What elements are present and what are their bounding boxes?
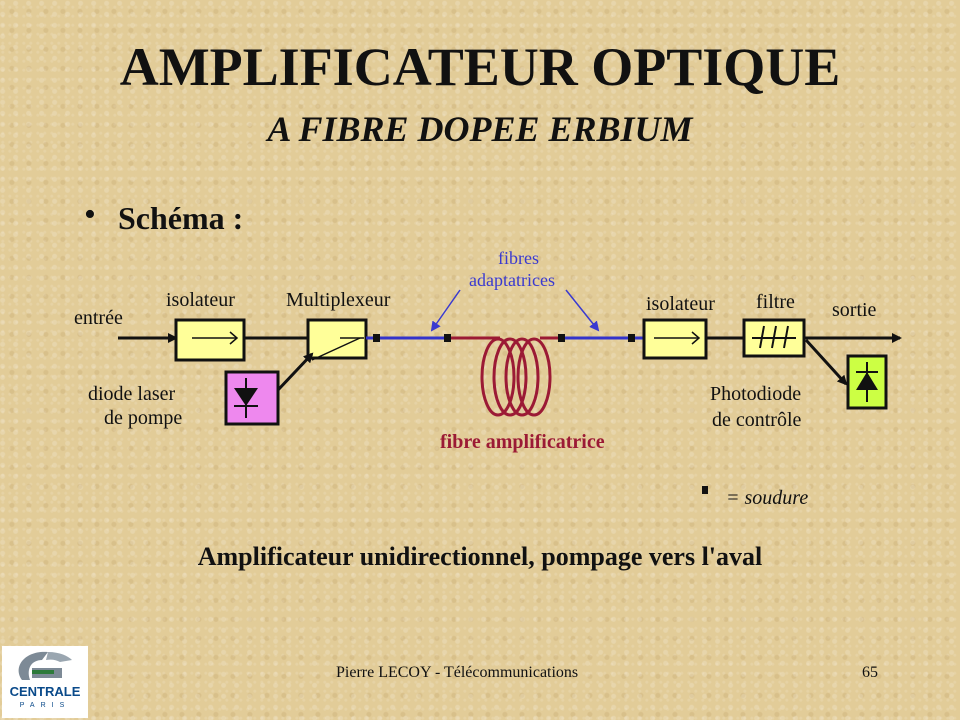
- logo-sub: PARIS: [19, 702, 71, 709]
- label-diode-2: de pompe: [104, 407, 182, 429]
- page-subtitle: A FIBRE DOPEE ERBIUM: [267, 109, 693, 149]
- centrale-logo: CENTRALE PARIS: [2, 646, 88, 718]
- page-number: 65: [862, 664, 878, 681]
- page-title: AMPLIFICATEUR OPTIQUE: [119, 37, 841, 97]
- bullet-text: Schéma :: [118, 200, 244, 236]
- label-entree: entrée: [74, 307, 123, 329]
- pump-arrow: [276, 352, 314, 392]
- label-photodiode-1: Photodiode: [710, 383, 801, 405]
- label-adaptatrices: adaptatrices: [469, 270, 555, 290]
- multiplexer-coupler-icon: [311, 337, 361, 361]
- isolator-in-box: [174, 318, 246, 362]
- splice-3: [558, 334, 565, 342]
- label-multiplexeur: Multiplexeur: [286, 289, 391, 311]
- label-diode-1: diode laser: [88, 383, 176, 405]
- centrale-logo-mark: [18, 651, 72, 680]
- adapt-arrow-left: [430, 289, 461, 332]
- pump-diode-box: [224, 370, 280, 426]
- diagram-caption: Amplificateur unidirectionnel, pompage v…: [197, 542, 763, 571]
- label-photodiode-2: de contrôle: [712, 409, 802, 431]
- footer-author: Pierre LECOY - Télécommunications: [336, 664, 579, 681]
- splice-2: [444, 334, 451, 342]
- splice-1: [373, 334, 380, 342]
- filter-icon: [752, 325, 796, 349]
- legend-splice-icon: [702, 486, 708, 494]
- adapt-arrow-right: [565, 289, 600, 332]
- label-isolateur-out: isolateur: [646, 293, 715, 315]
- bullet-icon: •: [84, 196, 96, 233]
- legend-soudure: = soudure: [726, 487, 808, 509]
- monitor-tap-arrow: [804, 338, 848, 386]
- fiber-coil-icon: [480, 337, 552, 417]
- label-fibre-amplificatrice: fibre amplificatrice: [440, 431, 605, 453]
- splice-4: [628, 334, 635, 342]
- label-fibres: fibres: [498, 248, 539, 268]
- label-filtre: filtre: [756, 291, 795, 313]
- label-isolateur-in: isolateur: [166, 289, 235, 311]
- label-sortie: sortie: [832, 299, 877, 321]
- logo-name: CENTRALE: [9, 684, 81, 699]
